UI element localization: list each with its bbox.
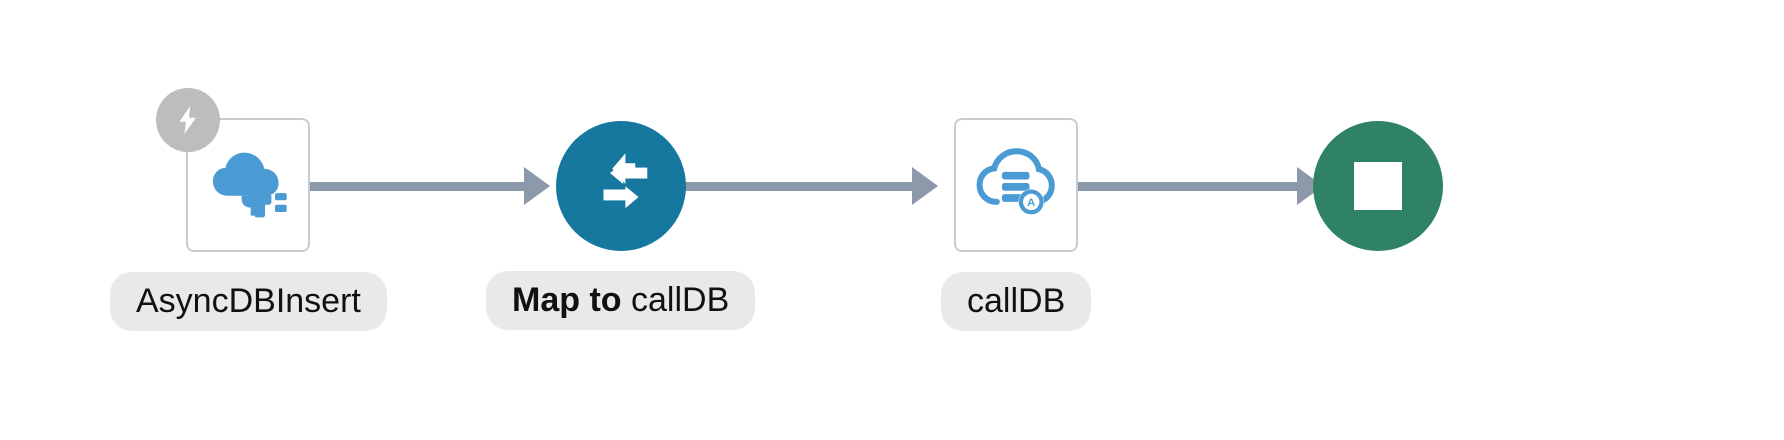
node-label-calldb: callDB xyxy=(941,272,1092,332)
node-label-async-db-insert: AsyncDBInsert xyxy=(110,272,387,332)
stop-square-icon xyxy=(1354,162,1402,210)
node-label-text: callDB xyxy=(967,282,1066,320)
card-spine xyxy=(306,118,321,252)
node-label-prefix: Map to xyxy=(512,281,622,319)
lightning-bolt-icon xyxy=(156,88,221,152)
node-circle-map-to-calldb[interactable] xyxy=(555,121,686,251)
map-transform-arrows-icon xyxy=(586,149,656,224)
connector-line-2 xyxy=(682,182,916,191)
node-async-db-insert[interactable]: AsyncDBInsert xyxy=(110,88,387,332)
connector-arrowhead-2 xyxy=(912,167,938,205)
node-label-text: callDB xyxy=(631,281,730,319)
node-label-map-to-calldb: Map to callDB xyxy=(486,271,756,331)
connector-line-3 xyxy=(1065,182,1301,191)
node-map-to-calldb[interactable]: Map to callDB xyxy=(486,121,756,331)
node-card-async-db-insert[interactable] xyxy=(156,88,321,252)
node-circle-end[interactable] xyxy=(1313,121,1443,251)
connector-line-1 xyxy=(308,182,526,191)
card-spine xyxy=(944,118,959,252)
node-label-text: AsyncDBInsert xyxy=(136,282,361,320)
cloud-plug-icon xyxy=(203,140,293,230)
node-calldb[interactable]: A callDB xyxy=(941,118,1092,332)
node-end[interactable] xyxy=(1313,121,1443,251)
connector-arrowhead-1 xyxy=(524,167,550,205)
svg-text:A: A xyxy=(1027,197,1035,209)
cloud-database-async-icon: A xyxy=(971,140,1061,230)
node-card-calldb[interactable]: A xyxy=(944,118,1079,252)
